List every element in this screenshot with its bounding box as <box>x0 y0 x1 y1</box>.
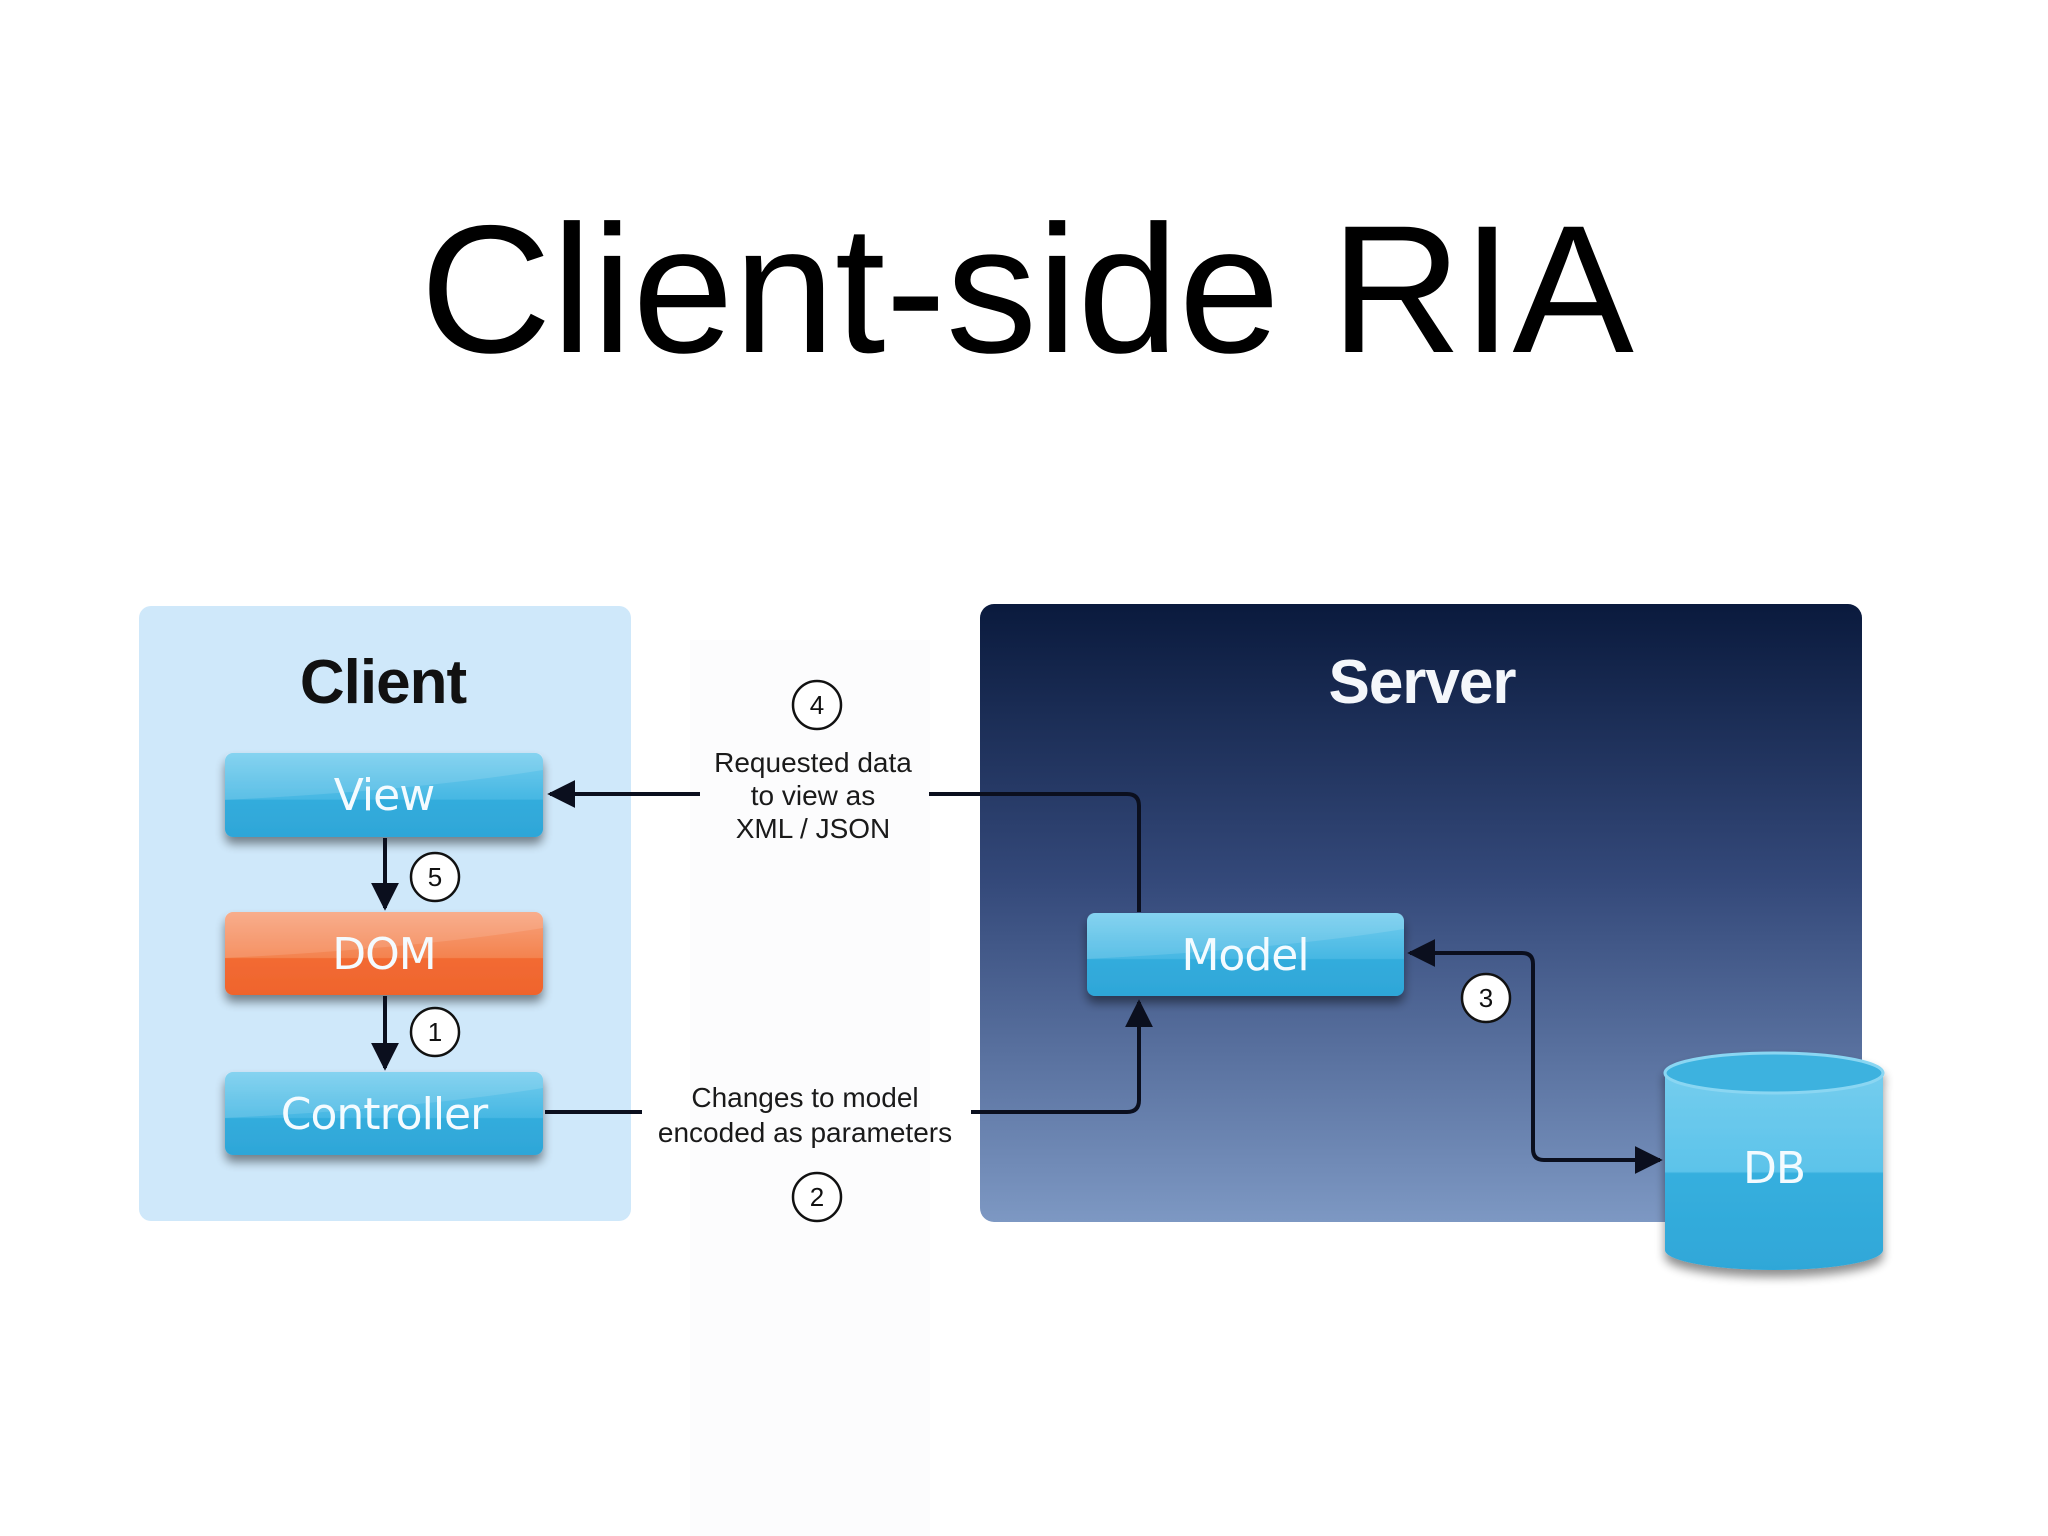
slide-title: Client-side RIA <box>420 187 1634 391</box>
step-3-number: 3 <box>1479 983 1493 1013</box>
connection-controller-to-model: Changes to model encoded as parameters 2 <box>545 999 1153 1223</box>
db-label: DB <box>1743 1143 1805 1194</box>
client-panel: Client View DOM Controller 5 1 <box>139 606 631 1221</box>
dom-box <box>225 912 543 995</box>
model-to-view-label-line-2: to view as <box>751 780 876 811</box>
step-5-badge <box>409 851 461 903</box>
controller-box <box>225 1072 543 1155</box>
controller-to-model-label-line-2: encoded as parameters <box>658 1117 952 1148</box>
model-to-view-label-line-3: XML / JSON <box>736 813 891 844</box>
step-2-badge <box>791 1171 843 1223</box>
model-to-view-label-line-1: Requested data <box>714 747 912 778</box>
step-3-badge <box>1460 972 1512 1024</box>
server-panel: Server Model 3 <box>980 604 1862 1222</box>
view-label: View <box>334 770 434 821</box>
step-1-badge <box>409 1006 461 1058</box>
view-box <box>225 753 543 837</box>
step-4-number: 4 <box>810 690 824 720</box>
connection-model-to-view: 4 Requested data to view as XML / JSON <box>547 679 1141 912</box>
arrow-to-model <box>971 999 1153 1114</box>
controller-to-model-label-line-1: Changes to model <box>691 1082 918 1113</box>
client-heading: Client <box>300 648 467 717</box>
step-2-number: 2 <box>810 1182 824 1212</box>
middle-backdrop <box>690 640 930 1536</box>
step-5-number: 5 <box>428 862 442 892</box>
arrow-model-db <box>1407 939 1663 1174</box>
line-model-up <box>929 792 1141 912</box>
server-heading: Server <box>1328 648 1516 717</box>
controller-label: Controller <box>281 1089 489 1140</box>
db-cylinder <box>1663 1051 1885 1270</box>
step-4-badge <box>791 679 843 731</box>
step-1-number: 1 <box>428 1017 442 1047</box>
model-box <box>1087 913 1404 996</box>
model-label: Model <box>1181 930 1308 981</box>
dom-label: DOM <box>332 929 435 980</box>
